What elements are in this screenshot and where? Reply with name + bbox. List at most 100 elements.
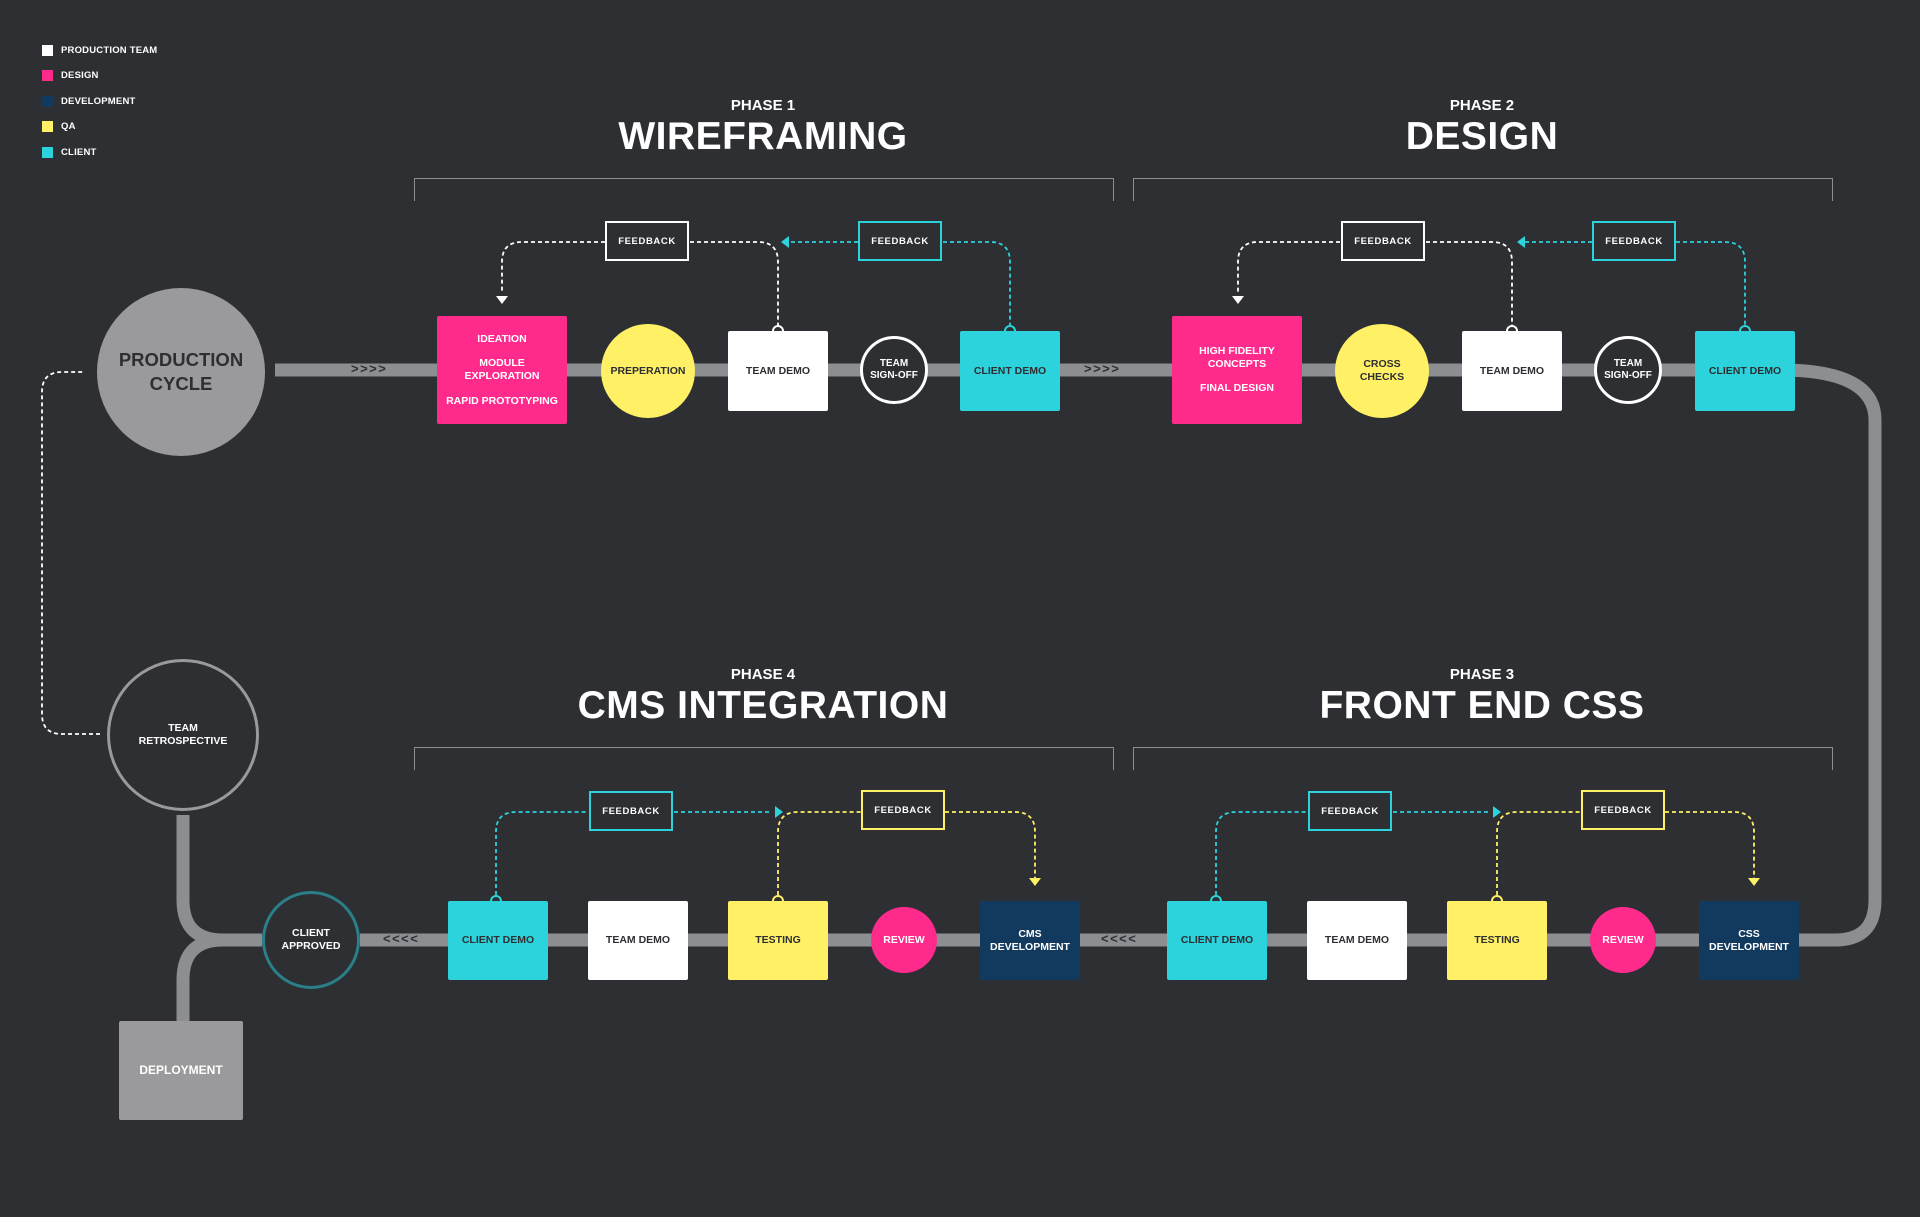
phase-4-bracket <box>414 747 1114 770</box>
flow-arrows-forward: >>>> <box>351 361 388 376</box>
feedback-box[interactable]: FEEDBACK <box>1592 221 1676 261</box>
production-cycle-label: PRODUCTION <box>118 348 244 370</box>
client-demo-node[interactable]: CLIENT DEMO <box>1167 901 1267 980</box>
client-demo-label: CLIENT DEMO <box>973 364 1047 377</box>
client-demo-label: CLIENT DEMO <box>461 934 535 947</box>
ideation-node[interactable]: IDEATION MODULE EXPLORATION RAPID PROTOT… <box>437 316 567 424</box>
review-node[interactable]: REVIEW <box>1590 907 1656 973</box>
legend-label: CLIENT <box>61 146 97 158</box>
legend-label: DESIGN <box>61 69 99 81</box>
review-label: REVIEW <box>1602 933 1644 946</box>
phase-1-bracket <box>414 178 1114 201</box>
feedback-box[interactable]: FEEDBACK <box>589 791 673 831</box>
team-signoff-label: TEAM <box>879 358 909 369</box>
final-design-label: FINAL DESIGN <box>1200 382 1274 395</box>
phase-2-bracket <box>1133 178 1833 201</box>
high-fidelity-node[interactable]: HIGH FIDELITY CONCEPTS FINAL DESIGN <box>1172 316 1302 424</box>
deployment-node[interactable]: DEPLOYMENT <box>119 1021 243 1120</box>
flow-arrows-forward: >>>> <box>1084 361 1121 376</box>
client-demo-node[interactable]: CLIENT DEMO <box>960 331 1060 411</box>
feedback-box[interactable]: FEEDBACK <box>861 790 945 830</box>
legend-label: DEVELOPMENT <box>61 95 136 107</box>
phase-1-label: PHASE 1 <box>730 97 796 114</box>
feedback-box[interactable]: FEEDBACK <box>1341 221 1425 261</box>
client-approved-label: APPROVED <box>281 940 341 952</box>
css-development-label: DEVELOPMENT <box>1709 940 1789 953</box>
flow-arrows-backward: <<<< <box>1101 931 1138 946</box>
phase-3-bracket <box>1133 747 1833 770</box>
client-approved-label: CLIENT <box>292 927 330 940</box>
phase-4-title: CMS INTEGRATION <box>577 684 949 727</box>
team-demo-node[interactable]: TEAM DEMO <box>728 331 828 411</box>
testing-node[interactable]: TESTING <box>1447 901 1547 980</box>
hifi-label: CONCEPTS <box>1207 357 1267 370</box>
hifi-label: HIGH FIDELITY <box>1199 345 1275 358</box>
preperation-label: PREPERATION <box>610 364 686 377</box>
team-demo-node[interactable]: TEAM DEMO <box>588 901 688 980</box>
ideation-label: IDEATION <box>477 332 527 345</box>
phase-4-label: PHASE 4 <box>730 666 796 683</box>
legend-swatch <box>42 146 53 158</box>
legend-item-production-team: PRODUCTION TEAM <box>42 43 157 57</box>
review-node[interactable]: REVIEW <box>871 907 937 973</box>
legend-item-design: DESIGN <box>42 68 99 82</box>
cross-checks-label: CHECKS <box>1359 371 1405 383</box>
legend-swatch <box>42 69 53 81</box>
production-cycle-label: CYCLE <box>149 373 213 394</box>
review-label: REVIEW <box>883 933 925 946</box>
flow-arrows-backward: <<<< <box>383 931 420 946</box>
legend-swatch <box>42 95 53 107</box>
team-signoff-label: SIGN-OFF <box>870 370 918 381</box>
phase-2-title: DESIGN <box>1405 115 1559 158</box>
testing-label: TESTING <box>1474 934 1520 947</box>
team-demo-node[interactable]: TEAM DEMO <box>1307 901 1407 980</box>
client-demo-node[interactable]: CLIENT DEMO <box>1695 331 1795 411</box>
team-demo-label: TEAM DEMO <box>745 364 811 377</box>
module-exploration-label: MODULE <box>479 357 525 370</box>
legend-item-qa: QA <box>42 119 76 133</box>
cms-development-label: DEVELOPMENT <box>990 940 1070 953</box>
feedback-box[interactable]: FEEDBACK <box>858 221 942 261</box>
testing-node[interactable]: TESTING <box>728 901 828 980</box>
client-demo-label: CLIENT DEMO <box>1180 934 1254 947</box>
production-cycle-node[interactable]: PRODUCTION CYCLE <box>97 288 265 456</box>
retrospective-label: TEAM <box>168 722 198 735</box>
legend-swatch <box>42 120 53 132</box>
legend-label: QA <box>61 120 76 132</box>
legend-item-client: CLIENT <box>42 145 97 159</box>
phase-3-title: FRONT END CSS <box>1319 684 1645 727</box>
team-demo-node[interactable]: TEAM DEMO <box>1462 331 1562 411</box>
cross-checks-label: CROSS <box>1363 358 1401 371</box>
preperation-node[interactable]: PREPERATION <box>601 324 695 418</box>
deployment-label: DEPLOYMENT <box>139 1063 223 1078</box>
team-demo-label: TEAM DEMO <box>1479 364 1545 377</box>
cms-development-label: CMS <box>1018 927 1042 940</box>
testing-label: TESTING <box>755 934 801 947</box>
legend-label: PRODUCTION TEAM <box>61 44 158 56</box>
phase-1-title: WIREFRAMING <box>618 115 908 158</box>
feedback-box[interactable]: FEEDBACK <box>1581 790 1665 830</box>
feedback-box[interactable]: FEEDBACK <box>1308 791 1392 831</box>
team-signoff-label: TEAM <box>1613 358 1643 369</box>
team-demo-label: TEAM DEMO <box>605 934 671 947</box>
feedback-box[interactable]: FEEDBACK <box>605 221 689 261</box>
phase-3-label: PHASE 3 <box>1449 666 1515 683</box>
css-development-label: CSS <box>1738 927 1760 940</box>
team-signoff-label: SIGN-OFF <box>1604 370 1652 381</box>
legend-swatch <box>42 44 53 56</box>
team-demo-label: TEAM DEMO <box>1324 934 1390 947</box>
retrospective-label: RETROSPECTIVE <box>138 735 228 747</box>
client-demo-label: CLIENT DEMO <box>1708 364 1782 377</box>
module-exploration-label: EXPLORATION <box>464 370 540 382</box>
rapid-prototyping-label: RAPID PROTOTYPING <box>446 394 558 407</box>
client-demo-node[interactable]: CLIENT DEMO <box>448 901 548 980</box>
legend-item-development: DEVELOPMENT <box>42 94 136 108</box>
